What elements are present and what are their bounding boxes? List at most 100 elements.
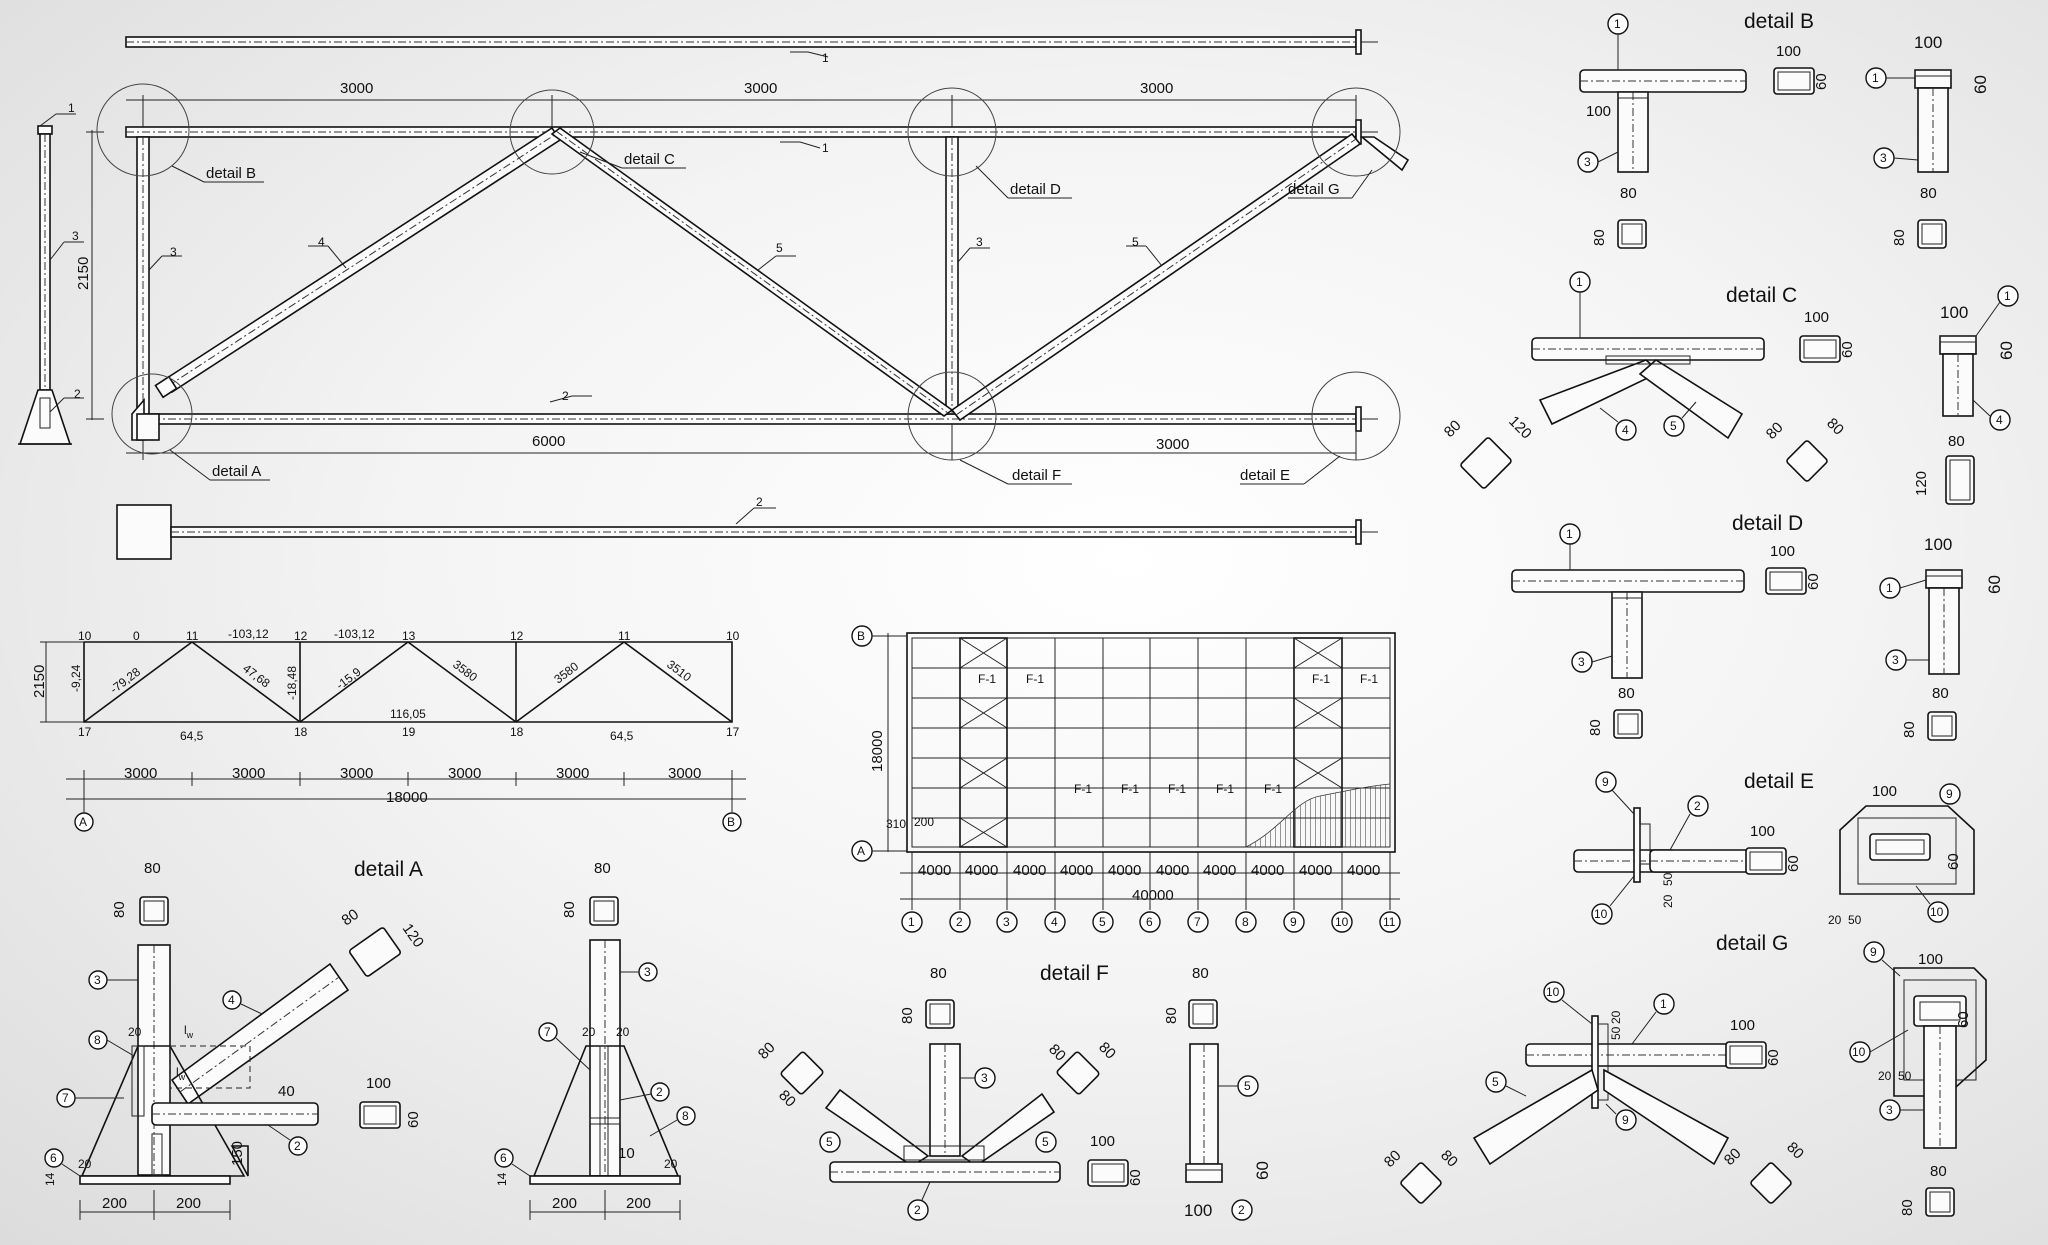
bottom-dim: 3000 [1156,436,1189,453]
dim: 200 [626,1195,651,1212]
dim: 40 [278,1083,295,1100]
detail-g-title: detail G [1716,932,1788,955]
axis-col: 9 [1290,915,1297,929]
plan-span-dim: 4000 [1251,862,1284,879]
dim: 120 [1505,413,1535,443]
panel-dim: 3000 [1140,80,1173,97]
offset-dim: 310 [886,817,906,831]
tag: 6 [50,1151,57,1165]
detail-g: detail G 50 20 10 1 5 9 100 60 80 80 80 … [1381,932,1987,1217]
dim: 60 [1839,341,1856,358]
detail-e: detail E 9 2 10 20 50 100 60 100 60 9 10… [1573,770,1975,927]
callout-detail-g: detail G [1288,181,1340,198]
span-dim: 3000 [232,765,265,782]
callout-detail-d: detail D [1010,181,1061,198]
dim: 50 [1898,1069,1912,1083]
dim: 80 [1381,1147,1405,1171]
force-value: 3580 [551,659,581,686]
tag: 9 [1622,1113,1629,1127]
dim: 80 [1932,685,1949,702]
tag: 8 [682,1109,689,1123]
truss-mark: F-1 [1168,782,1186,796]
axis-row-a: A [857,844,865,858]
span-dim: 3000 [340,765,373,782]
force-value: 64,5 [610,729,634,743]
dim: 80 [144,860,161,877]
truss-elevation: 1 [18,29,1410,560]
dim: 100 [1804,309,1829,326]
dim: 60 [1955,1011,1972,1028]
axis-col: 6 [1146,915,1153,929]
weld-sub2: w [178,1072,186,1082]
tag: 2 [294,1139,301,1153]
span-dim: 3000 [556,765,589,782]
tag: 5 [1244,1079,1251,1093]
dim: 20 [1609,1010,1623,1024]
tag: 3 [1578,655,1585,669]
dim: 20 [78,1157,92,1171]
force-value: -103,12 [228,627,269,641]
detail-b: detail B 1 3 100 100 60 80 80 100 60 1 3… [1577,10,1990,249]
dim: 60 [1813,73,1830,90]
force-value: 47,68 [240,661,273,690]
dim: 100 [1776,43,1801,60]
dim: 80 [594,860,611,877]
span-dim: 3000 [124,765,157,782]
elevation-dimensions: 3000 3000 3000 6000 3000 2150 [75,80,1357,460]
truss-mark: F-1 [1264,782,1282,796]
dim: 20 [1878,1069,1892,1083]
dim: 80 [1437,1147,1461,1171]
node-label: 18 [510,725,524,739]
tag: 3 [981,1071,988,1085]
dim: 80 [1891,229,1908,246]
callout-detail-e: detail E [1240,467,1290,484]
axis-b: B [727,815,735,829]
dim: 50 [1609,1026,1623,1040]
plan-span-dim: 4000 [965,862,998,879]
tag: 4 [228,993,235,1007]
tag: 5 [1492,1075,1499,1089]
member-tag: 4 [318,235,325,249]
dim: 60 [1971,75,1990,94]
tag: 5 [1042,1135,1049,1149]
tag: 10 [1546,985,1560,999]
member-tag: 1 [822,51,829,65]
dim: 80 [1783,1139,1807,1163]
node-label: 12 [294,629,308,643]
dim: 120 [399,921,427,951]
axis-col: 8 [1242,915,1249,929]
axis-col: 5 [1099,915,1106,929]
node-label: 19 [402,725,416,739]
truss-main [125,119,1410,441]
axis-col: 10 [1335,915,1349,929]
dim: 80 [775,1087,799,1111]
callout-detail-f: detail F [1012,467,1061,484]
dim: 80 [561,901,578,918]
bracing-bay-right [1293,637,1343,848]
dim: 100 [1586,103,1611,120]
tag: 6 [500,1151,507,1165]
axis-a: A [79,815,87,829]
bottom-chord-piece: 2 [116,495,1378,560]
member-tag: 1 [68,101,75,115]
dim: 150 [229,1141,246,1166]
node-label: 10 [78,629,92,643]
tag: 9 [1946,787,1953,801]
height-dim: 2150 [75,257,92,290]
force-value: 3580 [450,657,480,684]
member-tag: 2 [74,387,81,401]
detail-a-title: detail A [354,858,423,881]
weld-lw: lw [176,1065,186,1082]
detail-b-title: detail B [1744,10,1814,33]
plan-span-dim: 4000 [1060,862,1093,879]
dim: 100 [1914,33,1942,52]
node-label: 11 [618,629,631,643]
detail-a: detail A 80 80 80 120 lw lw 20 20 14 40 … [43,858,696,1220]
plan-span-dim: 4000 [1156,862,1189,879]
detail-e-title: detail E [1744,770,1814,793]
dim: 20 [664,1157,678,1171]
force-value: -15,9 [333,665,364,693]
dim: 80 [1163,1007,1180,1024]
tag: 3 [94,973,101,987]
callout-detail-a: detail A [212,463,261,480]
